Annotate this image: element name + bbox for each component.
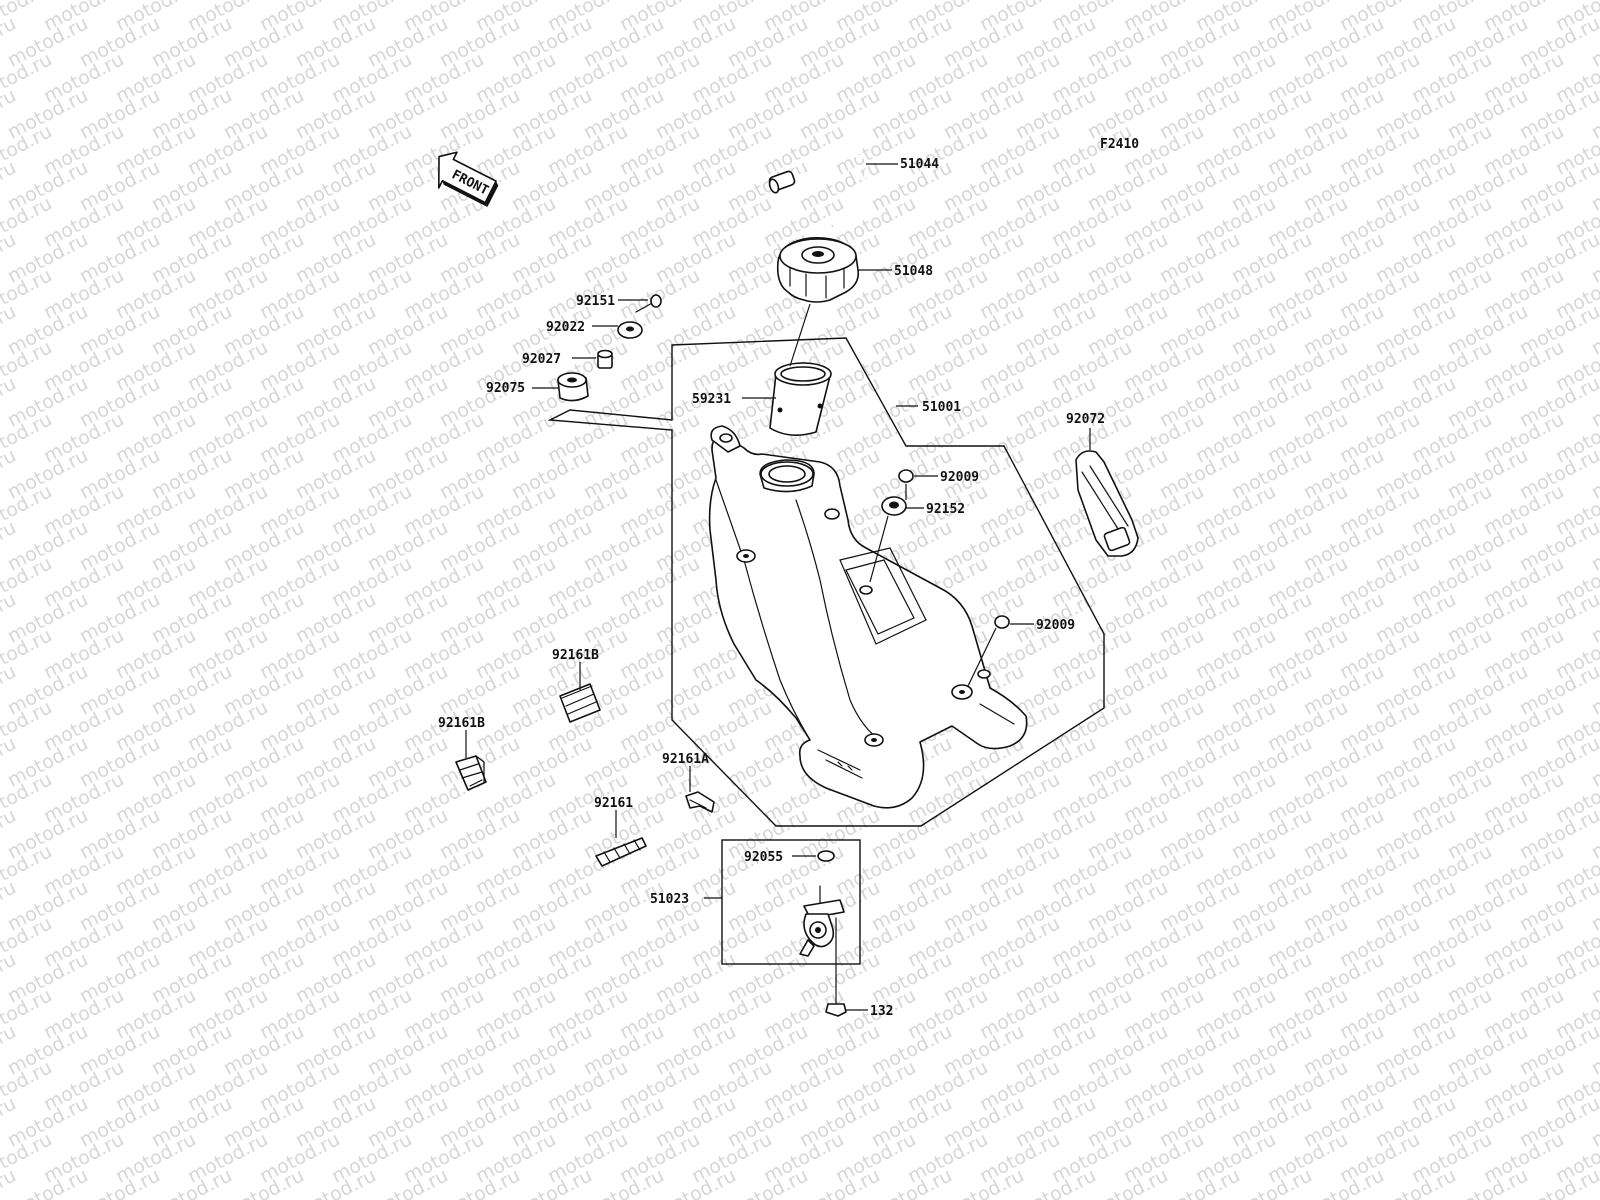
callout-51048[interactable]: 51048 (894, 264, 933, 279)
callout-92152[interactable]: 92152 (926, 502, 965, 517)
strap-92072 (1075, 450, 1139, 557)
pad-92161 (595, 837, 647, 867)
washer-92022 (617, 321, 643, 339)
callout-labels: 51044 51048 92151 92022 92027 92075 5923… (438, 157, 1105, 1019)
callout-92027[interactable]: 92027 (522, 352, 561, 367)
collar-92027 (597, 349, 613, 369)
filler-neck-59231 (769, 362, 832, 436)
callout-132[interactable]: 132 (870, 1004, 893, 1019)
damper-92075 (557, 372, 589, 402)
fuel-cock-frame (721, 839, 861, 965)
cap-92009-lower (994, 615, 1010, 629)
pad-92161A (685, 791, 715, 813)
figure-code: F2410 (1100, 137, 1139, 152)
fuel-cap-51048 (776, 237, 860, 303)
callout-92022[interactable]: 92022 (546, 320, 585, 335)
pad-92161B-upper (559, 683, 601, 723)
breather-hose-51044 (768, 154, 868, 245)
callout-92072[interactable]: 92072 (1066, 412, 1105, 427)
leader-lines (465, 163, 1091, 1011)
callout-92161B-lower[interactable]: 92161B (438, 716, 485, 731)
o-ring-92055 (817, 850, 835, 862)
pad-92161B-lower (455, 755, 487, 791)
fuel-cock-51023 (799, 885, 845, 957)
callout-92151[interactable]: 92151 (576, 294, 615, 309)
callout-92161A[interactable]: 92161A (662, 752, 709, 767)
callout-51001[interactable]: 51001 (922, 400, 961, 415)
assembly-frame-51001 (547, 337, 1105, 827)
callout-92161B-upper[interactable]: 92161B (552, 648, 599, 663)
grommet-92152 (881, 496, 907, 516)
callout-51044[interactable]: 51044 (900, 157, 939, 172)
front-arrow-icon: FRONT (437, 151, 499, 208)
fuel-tank-51001 (708, 425, 1028, 809)
callout-92055[interactable]: 92055 (744, 850, 783, 865)
callout-92161[interactable]: 92161 (594, 796, 633, 811)
screw-132 (825, 917, 847, 1017)
bolt-92151 (635, 294, 662, 313)
callout-59231[interactable]: 59231 (692, 392, 731, 407)
callout-92009-lower[interactable]: 92009 (1036, 618, 1075, 633)
callout-92009-upper[interactable]: 92009 (940, 470, 979, 485)
callout-92075[interactable]: 92075 (486, 381, 525, 396)
cap-92009-upper (898, 469, 914, 483)
callout-51023[interactable]: 51023 (650, 892, 689, 907)
